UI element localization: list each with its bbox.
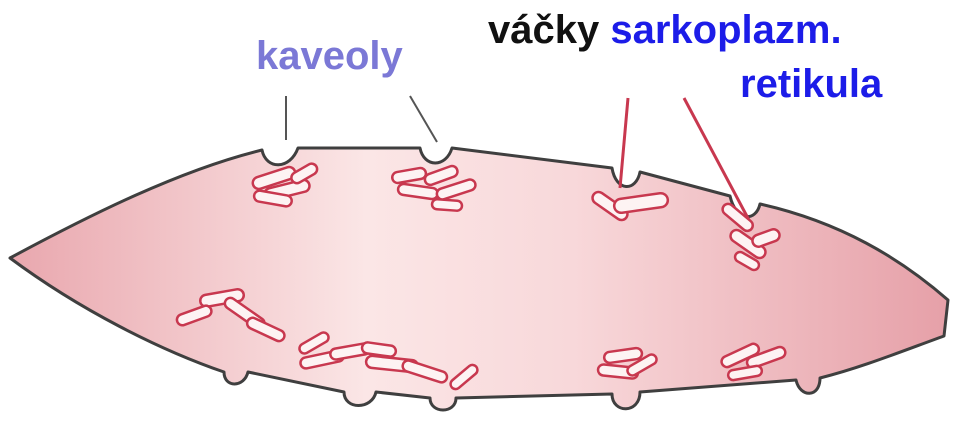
reticulum-word: retikula bbox=[740, 62, 882, 106]
vesicle bbox=[432, 199, 463, 211]
caveolae-leader-line-2 bbox=[410, 96, 437, 142]
cell-membrane bbox=[10, 148, 948, 410]
sarcoplasmic-reticulum-vesicles-label: váčky sarkoplazm. bbox=[488, 8, 842, 52]
sr-leader-line-1 bbox=[620, 98, 628, 188]
caveolae-label: kaveoly bbox=[256, 34, 403, 78]
reticulum-label: retikula bbox=[740, 62, 882, 106]
caveolae-label-text: kaveoly bbox=[256, 34, 403, 78]
sarcoplasmic-word: sarkoplazm. bbox=[610, 8, 841, 52]
vesicles-word: váčky bbox=[488, 8, 599, 52]
